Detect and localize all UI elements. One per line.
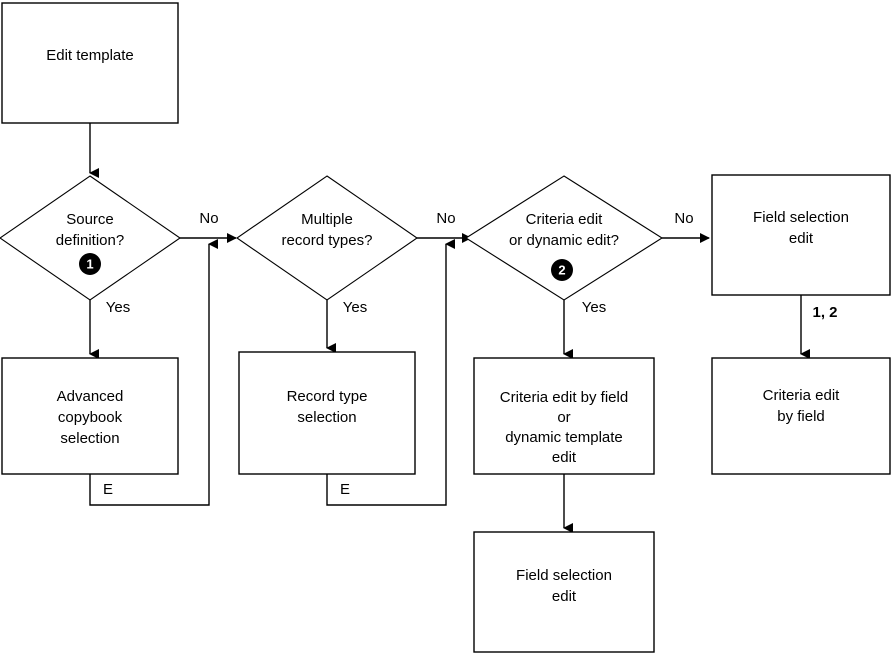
criteria-edit-by-field-label-line-2: by field	[777, 408, 825, 425]
criteria-edit-dynamic-label-line-2: or	[557, 409, 570, 426]
source-definition-label-line-2: definition?	[56, 232, 124, 249]
edge-label-yes-3: Yes	[582, 299, 606, 316]
advanced-copybook-label-line-1: Advanced	[57, 388, 124, 405]
badge-circle-1	[79, 253, 101, 275]
node-advanced-copybook-selection[interactable]: Advanced copybook selection	[1, 357, 179, 475]
node-source-definition[interactable]: Source definition? 1	[0, 175, 181, 301]
badge-circle-2	[551, 259, 573, 281]
edge-label-no-3: No	[674, 210, 693, 227]
field-selection-edit-right-box[interactable]	[711, 174, 891, 296]
source-definition-label-line-1: Source	[66, 211, 114, 228]
multiple-record-types-label-line-2: record types?	[282, 232, 373, 249]
field-selection-edit-bottom-label-line-2: edit	[552, 588, 577, 605]
criteria-edit-dynamic-box[interactable]	[473, 357, 655, 475]
criteria-edit-by-field-label-line-1: Criteria edit	[763, 387, 841, 404]
edge-layer	[89, 123, 810, 533]
advanced-copybook-selection-box[interactable]	[1, 357, 179, 475]
criteria-or-dynamic-edit-label-line-1: Criteria edit	[526, 211, 604, 228]
source-definition-diamond[interactable]	[0, 175, 181, 301]
edit-template-box[interactable]	[1, 2, 179, 124]
criteria-edit-by-field-box[interactable]	[711, 357, 891, 475]
edge-label-e-2: E	[340, 481, 350, 498]
node-criteria-edit-by-field[interactable]: Criteria edit by field	[711, 357, 891, 475]
criteria-edit-dynamic-label-line-3: dynamic template	[505, 429, 623, 446]
edge-label-one-two: 1, 2	[812, 304, 837, 321]
field-selection-edit-right-label-line-2: edit	[789, 230, 814, 247]
edge-record-type-selection-return	[326, 239, 455, 506]
node-field-selection-edit-right[interactable]: Field selection edit	[711, 174, 891, 296]
field-selection-edit-bottom-label-line-1: Field selection	[516, 567, 612, 584]
field-selection-edit-right-label-line-1: Field selection	[753, 209, 849, 226]
edge-label-no-2: No	[436, 210, 455, 227]
badge-label-1: 1	[86, 256, 93, 271]
node-field-selection-edit-bottom[interactable]: Field selection edit	[473, 531, 655, 653]
node-multiple-record-types[interactable]: Multiple record types?	[236, 175, 418, 301]
edge-label-e-1: E	[103, 481, 113, 498]
record-type-selection-label-line-2: selection	[297, 409, 356, 426]
edge-label-layer: No Yes E No Yes E No Yes 1, 2	[103, 210, 838, 498]
field-selection-edit-bottom-box[interactable]	[473, 531, 655, 653]
criteria-or-dynamic-edit-diamond[interactable]	[464, 175, 664, 301]
criteria-or-dynamic-edit-label-line-2: or dynamic edit?	[509, 232, 619, 249]
node-criteria-edit-by-field-or-dynamic-template-edit[interactable]: Criteria edit by field or dynamic templa…	[473, 357, 655, 475]
multiple-record-types-diamond[interactable]	[236, 175, 418, 301]
node-criteria-or-dynamic-edit[interactable]: Criteria edit or dynamic edit? 2	[464, 175, 664, 301]
edit-template-label-line-1: Edit template	[46, 47, 134, 64]
multiple-record-types-label-line-1: Multiple	[301, 211, 353, 228]
advanced-copybook-label-line-2: copybook	[58, 409, 123, 426]
advanced-copybook-label-line-3: selection	[60, 430, 119, 447]
edge-label-yes-1: Yes	[106, 299, 130, 316]
record-type-selection-label-line-1: Record type	[287, 388, 368, 405]
record-type-selection-box[interactable]	[238, 351, 416, 475]
criteria-edit-dynamic-label-line-4: edit	[552, 449, 577, 466]
criteria-edit-dynamic-label-line-1: Criteria edit by field	[500, 389, 628, 406]
edge-label-no-1: No	[199, 210, 218, 227]
edge-label-yes-2: Yes	[343, 299, 367, 316]
badge-label-2: 2	[558, 262, 565, 277]
node-edit-template[interactable]: Edit template	[1, 2, 179, 124]
node-record-type-selection[interactable]: Record type selection	[238, 351, 416, 475]
edge-advanced-copybook-return	[89, 239, 218, 506]
